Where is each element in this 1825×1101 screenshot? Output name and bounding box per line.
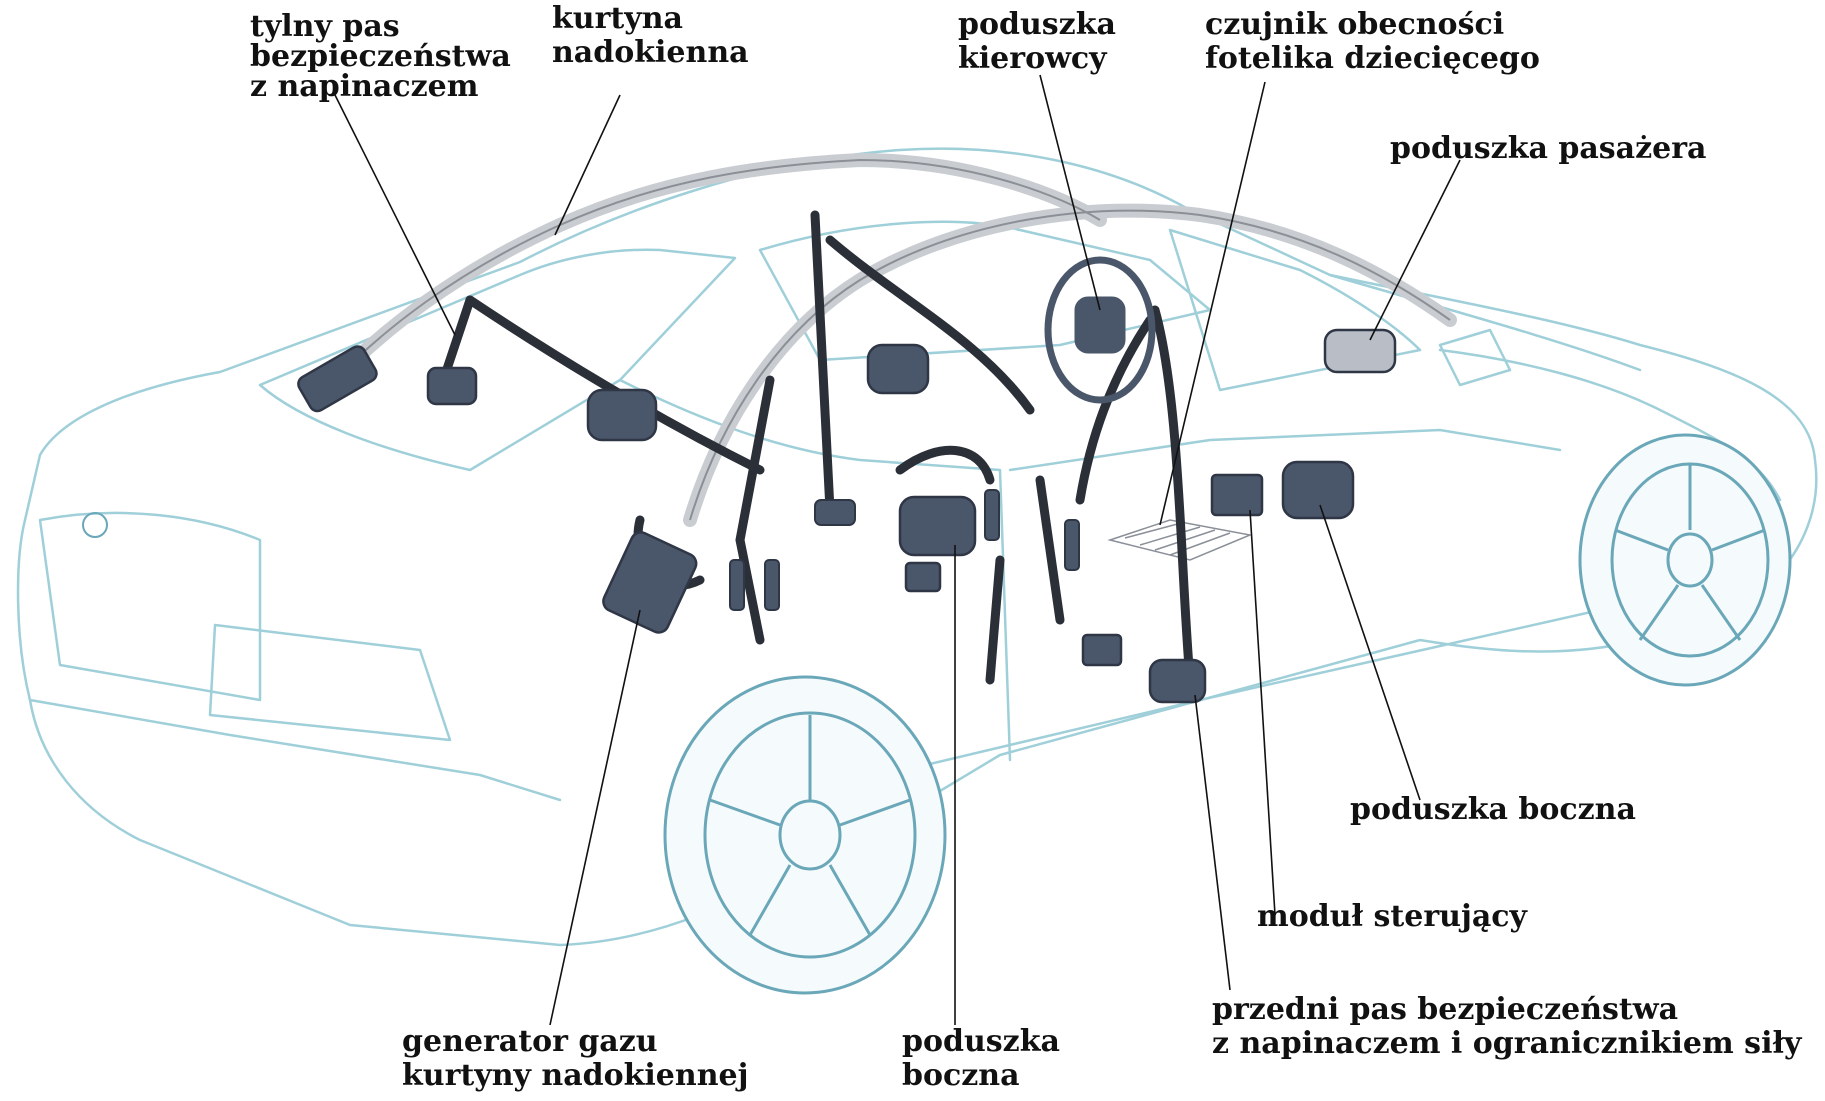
leader-driver-airbag (1040, 75, 1100, 310)
label-child-seat-sensor-line-1: czujnik obecności (1205, 8, 1540, 42)
label-rear-belt: tylny pas bezpieczeństwa z napinaczem (250, 12, 511, 102)
label-side-airbag-front-line-1: poduszka boczna (1350, 793, 1636, 827)
label-driver-airbag: poduszka kierowcy (958, 8, 1116, 76)
label-control-module-line-1: moduł sterujący (1257, 900, 1527, 934)
leader-rear-belt (335, 95, 455, 335)
label-curtain-gas-generator-line-1: generator gazu (402, 1025, 748, 1059)
leader-passenger-airbag (1370, 160, 1460, 340)
label-rear-belt-line-1: tylny pas (250, 12, 511, 42)
label-front-belt-line-1: przedni pas bezpieczeństwa (1212, 993, 1801, 1027)
label-side-airbag-rear-line-1: poduszka (902, 1025, 1060, 1059)
leader-front-belt (1195, 695, 1230, 990)
label-rear-belt-line-2: bezpieczeństwa (250, 42, 511, 72)
label-passenger-airbag-line-1: poduszka pasażera (1390, 132, 1706, 166)
leader-child-seat-sensor (1160, 82, 1265, 525)
label-curtain-line-1: kurtyna (552, 2, 749, 36)
label-front-belt: przedni pas bezpieczeństwa z napinaczem … (1212, 993, 1801, 1061)
label-front-belt-line-2: z napinaczem i ogranicznikiem siły (1212, 1027, 1801, 1061)
label-driver-airbag-line-2: kierowcy (958, 42, 1116, 76)
label-curtain-gas-generator-line-2: kurtyny nadokiennej (402, 1059, 748, 1093)
label-curtain-gas-generator: generator gazu kurtyny nadokiennej (402, 1025, 748, 1093)
leader-curtain-gas-generator (550, 610, 640, 1025)
label-side-airbag-front: poduszka boczna (1350, 793, 1636, 827)
label-side-airbag-rear: poduszka boczna (902, 1025, 1060, 1093)
leader-control-module (1250, 510, 1275, 915)
label-curtain-line-2: nadokienna (552, 36, 749, 70)
label-side-airbag-rear-line-2: boczna (902, 1059, 1060, 1093)
label-driver-airbag-line-1: poduszka (958, 8, 1116, 42)
leader-curtain (555, 95, 620, 235)
label-child-seat-sensor: czujnik obecności fotelika dziecięcego (1205, 8, 1540, 76)
label-control-module: moduł sterujący (1257, 900, 1527, 934)
leader-side-airbag-front (1320, 505, 1420, 800)
label-curtain: kurtyna nadokienna (552, 2, 749, 70)
label-rear-belt-line-3: z napinaczem (250, 72, 511, 102)
label-passenger-airbag: poduszka pasażera (1390, 132, 1706, 166)
label-child-seat-sensor-line-2: fotelika dziecięcego (1205, 42, 1540, 76)
